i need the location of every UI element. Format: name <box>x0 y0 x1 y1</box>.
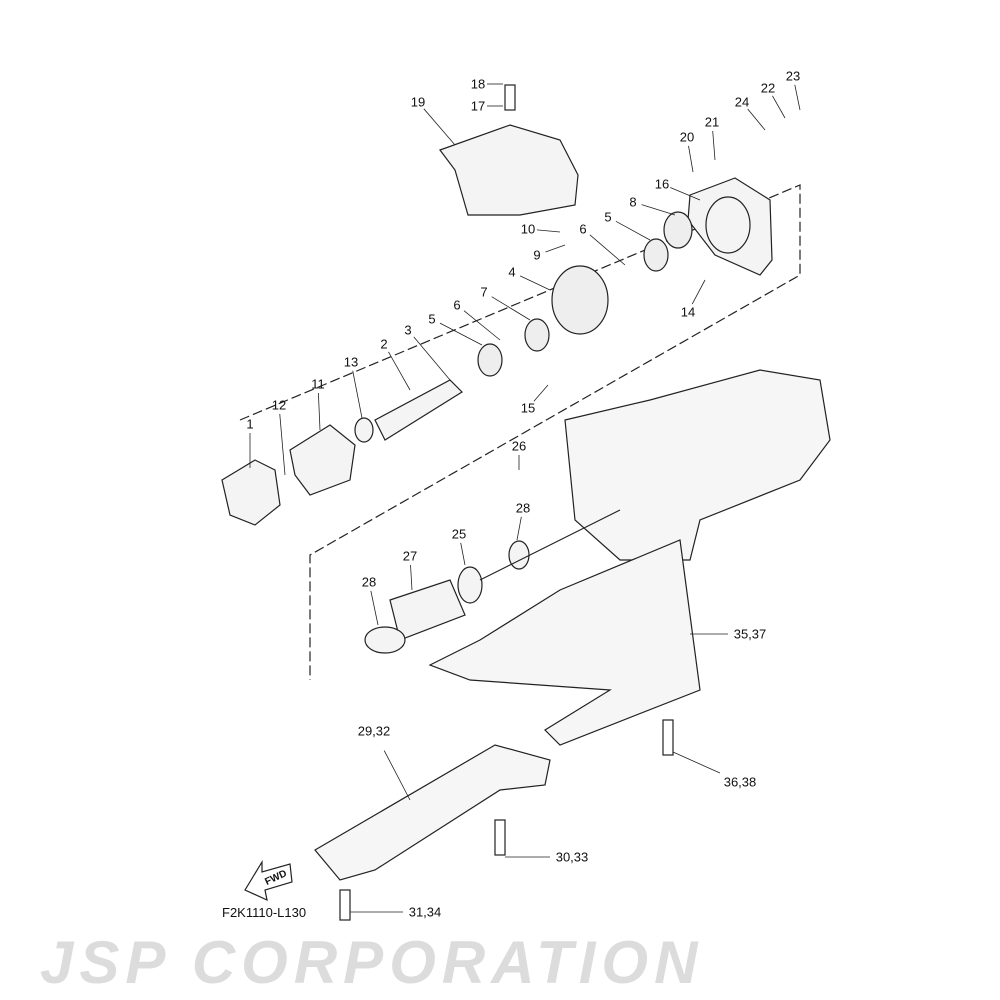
leader-line <box>519 275 551 291</box>
leader-line <box>410 564 413 591</box>
leader-line <box>545 244 566 253</box>
leader-line <box>688 145 694 173</box>
callout-14: 14 <box>680 304 696 320</box>
leader-line <box>672 751 721 774</box>
callout-20: 20 <box>679 129 695 145</box>
callout-3: 3 <box>404 322 412 338</box>
ride-plate <box>428 539 701 746</box>
leader-line <box>536 229 561 233</box>
impeller <box>221 424 356 526</box>
leader-line <box>691 279 706 305</box>
callout-10: 10 <box>520 221 536 237</box>
callout-28: 28 <box>515 500 531 516</box>
leader-line <box>423 108 456 146</box>
diagram-code: F2K1110-L130 <box>222 905 307 920</box>
leader-line <box>589 234 626 266</box>
callout-29-32: 29,32 <box>357 723 391 739</box>
callout-35-37: 35,37 <box>733 626 767 642</box>
leader-lines <box>249 83 801 913</box>
callout-6: 6 <box>579 221 587 237</box>
callout-26: 26 <box>511 438 527 454</box>
callout-21: 21 <box>704 114 720 130</box>
leader-line <box>747 108 766 131</box>
leader-line <box>388 351 411 391</box>
callout-7: 7 <box>480 284 488 300</box>
leader-line <box>370 590 379 626</box>
callout-36-38: 36,38 <box>723 774 757 790</box>
pump-housing-cover <box>439 124 579 216</box>
callout-5: 5 <box>604 209 612 225</box>
leader-line <box>794 84 801 111</box>
leader-line <box>670 187 701 201</box>
callout-31-34: 31,34 <box>408 904 442 920</box>
callout-2: 2 <box>380 336 388 352</box>
callout-17: 17 <box>470 98 486 114</box>
leader-line <box>279 413 286 476</box>
callout-13: 13 <box>343 354 359 370</box>
bolts <box>339 84 674 921</box>
nozzle-housing <box>687 177 773 276</box>
shaft <box>354 379 463 443</box>
leader-line <box>641 204 676 216</box>
coupler <box>364 509 621 654</box>
leader-line <box>463 310 501 341</box>
callout-28: 28 <box>361 574 377 590</box>
bearings <box>477 211 693 377</box>
callout-16: 16 <box>654 176 670 192</box>
callout-9: 9 <box>533 247 541 263</box>
leader-line <box>533 384 549 402</box>
leader-line <box>772 95 786 119</box>
callout-1: 1 <box>246 416 254 432</box>
callout-22: 22 <box>760 80 776 96</box>
callout-24: 24 <box>734 94 750 110</box>
callout-6: 6 <box>453 297 461 313</box>
watermark: JSP CORPORATION <box>40 929 704 996</box>
callout-12: 12 <box>271 397 287 413</box>
leader-line <box>516 516 522 541</box>
leader-line <box>615 220 651 241</box>
callout-15: 15 <box>520 400 536 416</box>
leader-line <box>413 336 451 381</box>
callout-18: 18 <box>470 76 486 92</box>
leader-line <box>383 750 411 801</box>
leader-line <box>712 130 716 161</box>
callout-8: 8 <box>629 194 637 210</box>
leader-line <box>317 392 321 431</box>
group-frame <box>239 184 801 680</box>
callout-23: 23 <box>785 68 801 84</box>
leader-line <box>352 370 363 419</box>
engine <box>564 369 831 561</box>
leader-line <box>491 296 531 321</box>
fwd-arrow-icon <box>244 859 293 902</box>
callout-30-33: 30,33 <box>555 849 589 865</box>
leader-line <box>439 322 483 346</box>
callout-5: 5 <box>428 311 436 327</box>
callout-27: 27 <box>402 548 418 564</box>
callout-4: 4 <box>508 264 516 280</box>
callout-11: 11 <box>311 376 325 392</box>
callout-19: 19 <box>410 94 426 110</box>
leader-line <box>460 542 466 566</box>
callout-25: 25 <box>451 526 467 542</box>
intake-grate <box>314 744 551 881</box>
